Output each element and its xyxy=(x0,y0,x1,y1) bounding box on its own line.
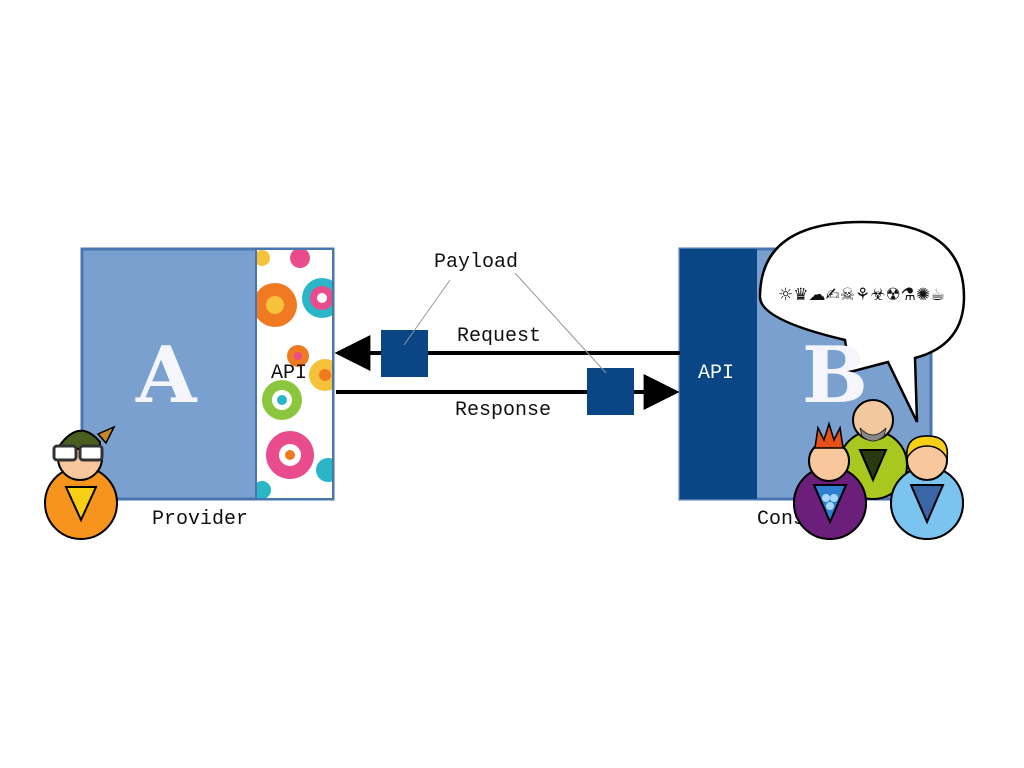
flower-7 xyxy=(316,458,332,482)
request-label: Request xyxy=(457,325,542,348)
provider-box xyxy=(80,247,335,501)
payload-pointer-right xyxy=(514,272,607,374)
flower-4 xyxy=(262,380,302,420)
provider-caption: Provider xyxy=(152,508,249,531)
consumer-api-label: API xyxy=(698,362,735,385)
speech-bubble xyxy=(758,220,966,423)
provider-api-label: API xyxy=(271,362,308,385)
response-payload-square xyxy=(587,368,634,415)
flower-2 xyxy=(302,278,332,318)
flower-5 xyxy=(309,359,332,391)
provider-person-icon xyxy=(44,425,118,540)
flower-8 xyxy=(256,250,310,498)
flower-3 xyxy=(287,345,309,367)
flower-1 xyxy=(256,283,297,327)
response-label: Response xyxy=(455,399,552,422)
flower-pattern xyxy=(256,250,332,498)
provider-letter: A xyxy=(136,330,197,421)
request-payload-square xyxy=(381,330,428,377)
payload-label: Payload xyxy=(434,251,519,274)
consumer-caption: Consumer xyxy=(757,508,854,531)
speech-bubble-text: ☼♛☁✍☠⚘☣☢⚗✺☕ xyxy=(778,285,946,305)
consumer-letter: B xyxy=(802,330,868,421)
flower-6 xyxy=(266,431,314,479)
payload-pointer-left xyxy=(403,279,451,346)
